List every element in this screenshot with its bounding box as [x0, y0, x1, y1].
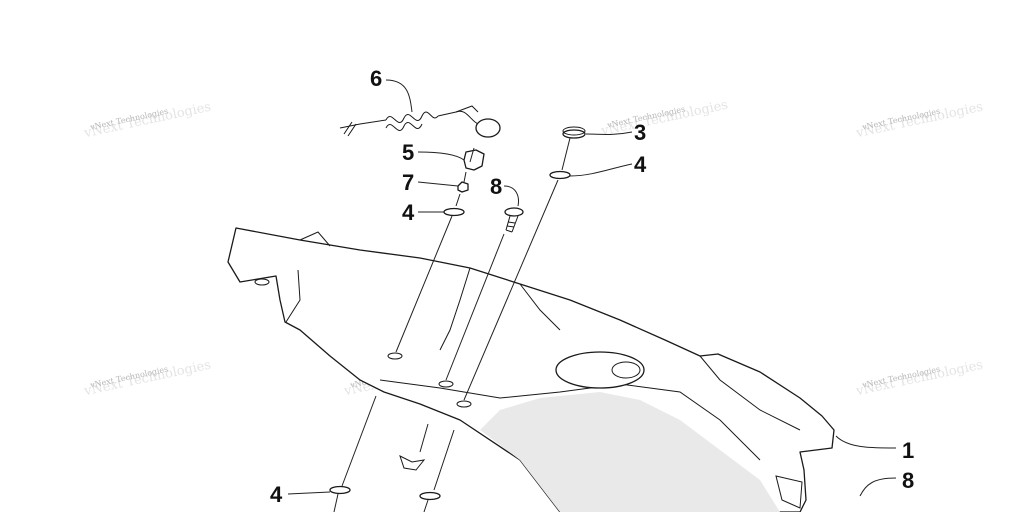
callout-4-lower: 4 [270, 482, 283, 507]
callout-1: 1 [902, 438, 914, 463]
watermark-4: vNext Technologies vNext Technologies [82, 358, 212, 400]
callout-3: 3 [634, 120, 646, 145]
part-3-ring [562, 126, 586, 139]
part-4-washers [329, 170, 571, 501]
watermark-3: vNext Technologies vNext Technologies [854, 100, 984, 142]
part-6-spring-assembly [339, 105, 501, 138]
watermark-1: vNext Technologies vNext Technologies [82, 100, 212, 142]
watermark-2: vNext Technologies vNext Technologies [599, 98, 729, 140]
leader-lines [287, 79, 897, 497]
callout-5: 5 [402, 140, 414, 165]
callout-4-upper-left: 4 [402, 200, 415, 225]
part-1-body-panel [227, 227, 835, 512]
assembly-axes [333, 137, 571, 512]
callout-4-upper-right: 4 [634, 152, 647, 177]
part-8-screw-upper [504, 207, 524, 233]
callout-labels: 6 5 7 4 8 3 4 1 8 4 [270, 66, 914, 507]
callout-7: 7 [402, 170, 414, 195]
part-5-knob [463, 149, 485, 171]
callout-8-lower: 8 [902, 468, 914, 493]
callout-8-upper: 8 [490, 174, 502, 199]
part-7-nut [457, 181, 469, 193]
watermark-7: vNext Technologies vNext Technologies [854, 358, 984, 400]
callout-6: 6 [370, 66, 382, 91]
